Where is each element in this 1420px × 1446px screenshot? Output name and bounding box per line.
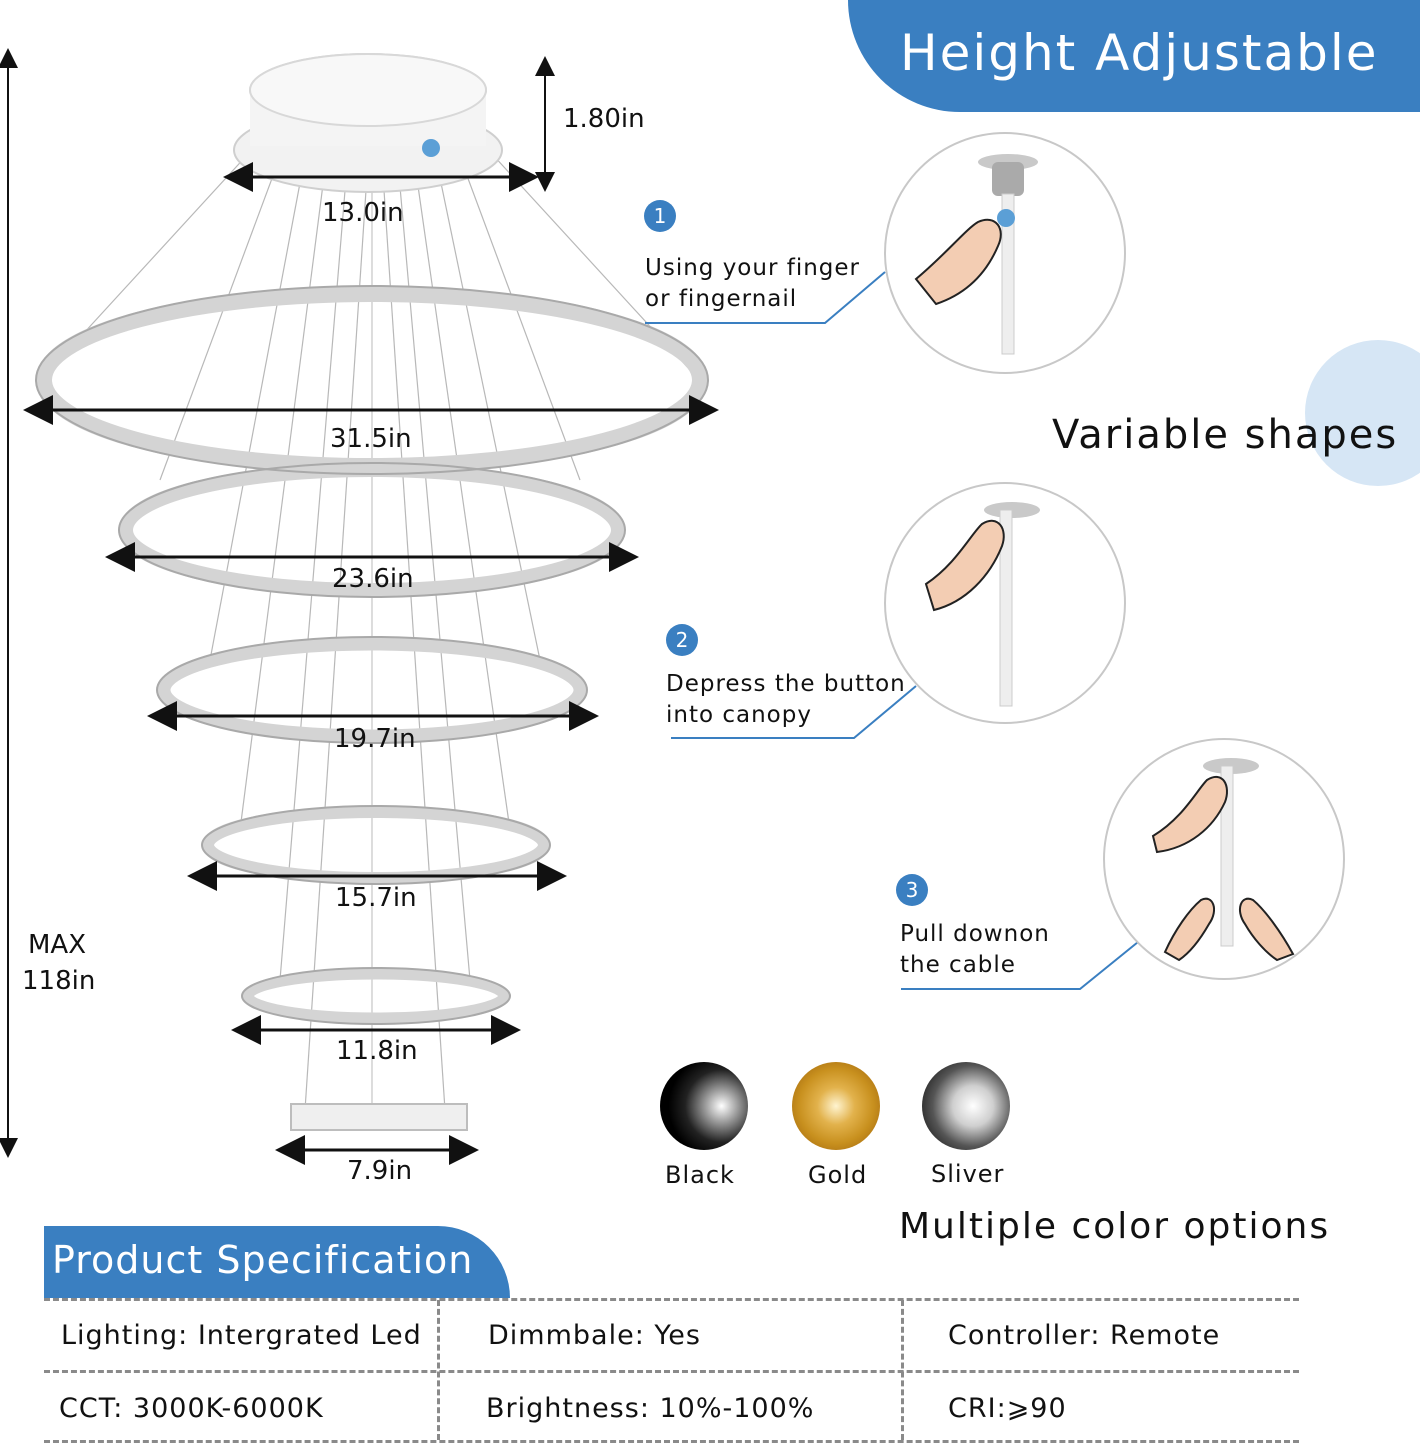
- spec-cct: CCT: 3000K-6000K: [59, 1393, 324, 1424]
- ring3-width-label: 19.7in: [334, 724, 416, 754]
- finger-press-icon: [924, 502, 1040, 707]
- step1-pointer-line: [645, 271, 886, 324]
- color-options-title: Multiple color options: [899, 1206, 1331, 1247]
- max-height-label: 118in: [22, 966, 96, 996]
- spec-title: Product Specification: [52, 1238, 474, 1282]
- step1-number: 1: [644, 200, 676, 232]
- step2-line1: Depress the button: [666, 671, 906, 697]
- spec-cri: CRI:⩾90: [948, 1393, 1067, 1424]
- chandelier-illustration: [0, 48, 719, 1165]
- step1-line2: or fingernail: [645, 286, 798, 312]
- ring5-width-label: 11.8in: [336, 1036, 418, 1066]
- step2-pointer-line: [671, 685, 917, 739]
- black-swatch: [660, 1062, 748, 1150]
- ring6-width-label: 7.9in: [347, 1156, 413, 1186]
- silver-swatch: [922, 1062, 1010, 1150]
- step2-line2: into canopy: [666, 702, 812, 728]
- spec-column-divider-1: [437, 1300, 440, 1440]
- max-label: MAX: [28, 930, 87, 960]
- step1-line1: Using your finger: [645, 255, 860, 281]
- step2-image: [884, 482, 1126, 724]
- spec-divider-middle: [44, 1370, 1299, 1373]
- black-label: Black: [665, 1161, 735, 1189]
- canopy-width-label: 13.0in: [322, 198, 404, 228]
- finger-touch-icon: [914, 154, 1038, 355]
- header-title: Height Adjustable: [900, 24, 1379, 82]
- decor-circle: [1305, 340, 1420, 486]
- gold-swatch: [792, 1062, 880, 1150]
- gold-label: Gold: [808, 1161, 868, 1189]
- spec-header-banner: [44, 1226, 510, 1298]
- spec-controller: Controller: Remote: [948, 1320, 1221, 1351]
- spec-column-divider-2: [901, 1300, 904, 1440]
- step2-number: 2: [666, 624, 698, 656]
- canopy-height-label: 1.80in: [563, 104, 645, 134]
- step3-pointer-line: [901, 941, 1139, 990]
- hands-pull-icon: [1151, 758, 1295, 962]
- silver-label: Sliver: [931, 1160, 1005, 1188]
- header-banner: [848, 0, 1420, 112]
- step1-image: [884, 132, 1126, 374]
- spec-divider-bottom: [44, 1440, 1299, 1443]
- ring1-width-label: 31.5in: [330, 424, 412, 454]
- step3-number: 3: [896, 874, 928, 906]
- variable-shapes-label: Variable shapes: [1052, 412, 1399, 458]
- spec-lighting: Lighting: Intergrated Led: [61, 1320, 422, 1351]
- ring2-width-label: 23.6in: [332, 564, 414, 594]
- step3-line1: Pull downon: [900, 921, 1050, 947]
- spec-dimmable: Dimmbale: Yes: [488, 1320, 701, 1351]
- step3-line2: the cable: [900, 952, 1016, 978]
- ring4-width-label: 15.7in: [335, 883, 417, 913]
- spec-brightness: Brightness: 10%-100%: [486, 1393, 815, 1424]
- spec-divider-top: [44, 1298, 1299, 1301]
- step3-image: [1103, 738, 1345, 980]
